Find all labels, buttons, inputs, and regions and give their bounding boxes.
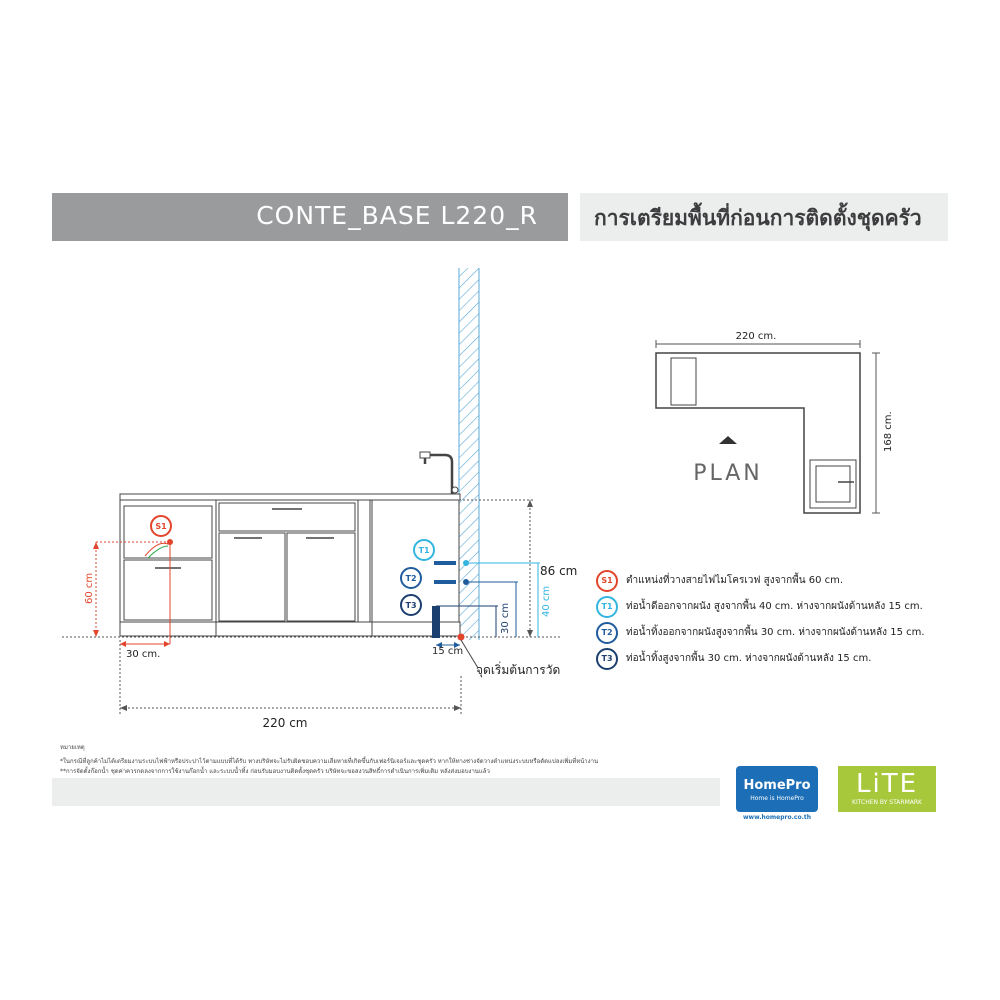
legend-badge-t2: T2 [596, 622, 618, 644]
arrow-head [454, 705, 461, 711]
s1-marker-label: S1 [155, 522, 167, 531]
t1-marker-label: T1 [418, 546, 429, 555]
arrow-head [93, 542, 99, 549]
model-header-bar: CONTE_BASE L220_R [52, 193, 568, 241]
arrow-head [120, 641, 126, 647]
t2-marker [400, 567, 422, 589]
page-title: การเตรียมพื้นที่ก่อนการติดตั้งชุดครัว [594, 206, 922, 230]
model-title: CONTE_BASE L220_R [256, 201, 538, 230]
start-point-label: จุดเริ่มต้นการวัด [476, 661, 560, 678]
faucet-head [419, 451, 431, 459]
legend-badge-s1: S1 [596, 570, 618, 592]
lite-logo-name: LiTE [855, 769, 919, 799]
t2-marker-label: T2 [405, 574, 416, 583]
arrow-head [454, 642, 460, 648]
plan-sink-left [670, 357, 697, 406]
t1-marker [413, 539, 435, 561]
wall-offset-label: 15 cm [432, 646, 463, 657]
arrow-head [527, 500, 533, 507]
s1-point [167, 539, 173, 545]
legend-item-t1: T1 ท่อน้ำดีออกจากผนัง สูงจากพื้น 40 cm. … [596, 596, 976, 618]
t3-drain [432, 606, 440, 638]
notes-line: *ในกรณีที่ลูกค้าไม่ได้เตรียมงานระบบไฟฟ้า… [60, 758, 599, 765]
notes-line: **การจัดตั้งก๊อกน้ำ ชุดค่าควรกดลงจากการใ… [60, 768, 490, 775]
arrow-head [527, 630, 533, 637]
lite-logo: LiTE KITCHEN BY STARMARK [838, 766, 936, 812]
t3-marker-label: T3 [405, 601, 416, 610]
plinth [119, 621, 461, 637]
plan-width-label: 220 cm. [736, 331, 777, 342]
t3-height-label: 30 cm [500, 603, 511, 634]
faucet-base [451, 486, 459, 494]
homepro-logo-box: HomePro Home is HomePro [736, 766, 818, 812]
countertop [119, 493, 461, 501]
t2-pipe [434, 580, 456, 584]
legend-badge-t1: T1 [596, 596, 618, 618]
legend-badge-t3: T3 [596, 648, 618, 670]
legend-item-t3: T3 ท่อน้ำทิ้งสูงจากพื้น 30 cm. ห่างจากผน… [596, 648, 976, 670]
t1-pipe [434, 561, 456, 565]
width-label: 220 cm [262, 716, 307, 730]
plan-depth-label: 168 cm. [883, 411, 894, 452]
notes-band [52, 778, 720, 806]
legend-item-s1: S1 ตำแหน่งที่วางสายไฟไมโครเวฟ สูงจากพื้น… [596, 570, 976, 592]
plan-direction-arrow [719, 436, 737, 444]
page-title-bar: การเตรียมพื้นที่ก่อนการติดตั้งชุดครัว [580, 193, 948, 241]
plan-label: PLAN [693, 461, 763, 486]
homepro-logo-tagline: Home is HomePro [750, 795, 804, 802]
cabinet-side-panel [357, 499, 371, 623]
legend-text-t3: ท่อน้ำทิ้งสูงจากพื้น 30 cm. ห่างจากผนังด… [626, 653, 872, 664]
start-point [457, 633, 465, 641]
homepro-logo: HomePro Home is HomePro www.homepro.co.t… [736, 766, 818, 822]
height-label: 86 cm [540, 564, 577, 578]
t3-marker [400, 594, 422, 616]
left-drawer [123, 559, 213, 621]
arrow-head [436, 642, 442, 648]
faucet [423, 453, 454, 494]
s1-wire [144, 542, 169, 557]
rear-wall [459, 268, 479, 640]
t1-height-label: 40 cm [541, 586, 552, 617]
legend-text-s1: ตำแหน่งที่วางสายไฟไมโครเวฟ สูงจากพื้น 60… [626, 575, 844, 586]
lite-logo-tagline: KITCHEN BY STARMARK [852, 799, 922, 806]
s1-offset-label: 30 cm. [126, 649, 160, 660]
arrow-head [93, 630, 99, 637]
notes-title: หมายเหตุ [60, 744, 85, 751]
legend-text-t1: ท่อน้ำดีออกจากผนัง สูงจากพื้น 40 cm. ห่า… [626, 601, 923, 612]
middle-drawer [218, 502, 356, 532]
start-point-leader [460, 639, 479, 669]
s1-height-label: 60 cm [84, 573, 95, 604]
homepro-logo-name: HomePro [743, 778, 811, 793]
s1-wire [147, 545, 169, 559]
plan-counter-outline [655, 352, 861, 514]
arrow-head [120, 705, 127, 711]
homepro-url: www.homepro.co.th [743, 814, 811, 821]
cabinet-door-left [218, 532, 286, 622]
cabinet-door-right [286, 532, 356, 622]
plan-sink-bowl [815, 465, 851, 503]
legend-text-t2: ท่อน้ำทิ้งออกจากผนังสูงจากพื้น 30 cm. ห่… [626, 627, 925, 638]
arrow-head [164, 641, 170, 647]
s1-marker [150, 515, 172, 537]
legend-item-t2: T2 ท่อน้ำทิ้งออกจากผนังสูงจากพื้น 30 cm.… [596, 622, 976, 644]
